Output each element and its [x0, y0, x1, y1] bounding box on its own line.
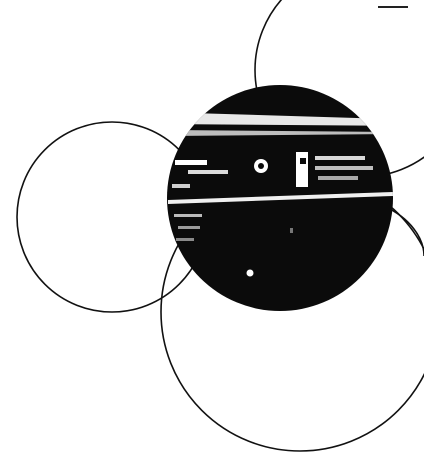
lens-text-fragment [175, 160, 207, 165]
photo-lens [160, 85, 420, 311]
lens-text-fragment [315, 156, 365, 160]
lens-right-panel [296, 152, 308, 187]
lens-text-fragment [188, 170, 228, 174]
lens-text-fragment [172, 184, 190, 188]
lens-text-fragment [318, 176, 358, 180]
lens-text-fragment [315, 166, 373, 170]
lens-bottom-dot [247, 270, 254, 277]
